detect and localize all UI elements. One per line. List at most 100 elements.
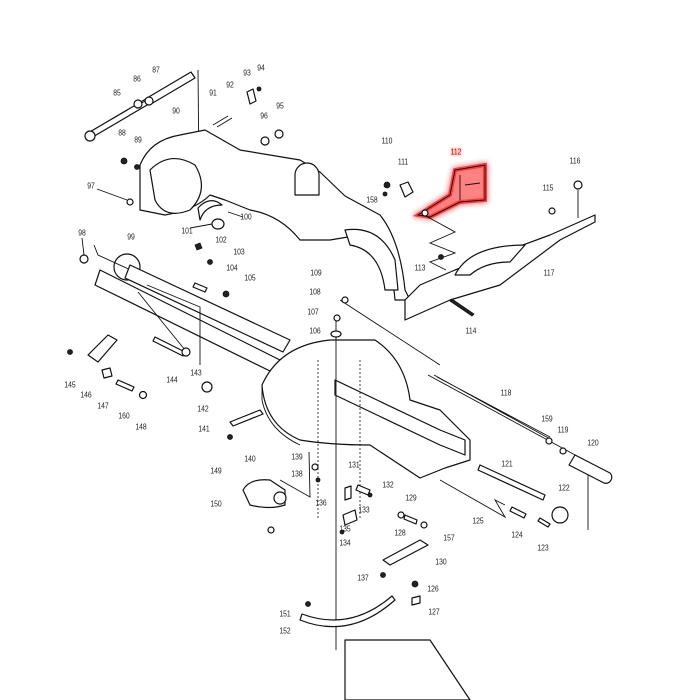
screw-109 bbox=[341, 296, 349, 304]
rail-upper bbox=[124, 264, 291, 353]
part-label-160[interactable]: 160 bbox=[118, 411, 130, 421]
part-label-140[interactable]: 140 bbox=[244, 454, 256, 464]
part-label-107[interactable]: 107 bbox=[307, 307, 319, 317]
part-label-119[interactable]: 119 bbox=[557, 425, 569, 435]
bracket-111 bbox=[399, 181, 414, 198]
part-label-85[interactable]: 85 bbox=[113, 88, 121, 98]
bracket-93 bbox=[246, 88, 257, 105]
part-label-99[interactable]: 99 bbox=[127, 232, 135, 242]
screw-103 bbox=[207, 259, 213, 265]
part-label-94[interactable]: 94 bbox=[257, 63, 265, 73]
part-label-92[interactable]: 92 bbox=[226, 80, 234, 90]
part-label-146[interactable]: 146 bbox=[80, 390, 92, 400]
part-label-138[interactable]: 138 bbox=[291, 469, 303, 479]
part-label-95[interactable]: 95 bbox=[276, 101, 284, 111]
part-label-144[interactable]: 144 bbox=[166, 375, 178, 385]
leader bbox=[425, 215, 457, 271]
part-label-114[interactable]: 114 bbox=[465, 326, 477, 336]
screw-134 bbox=[339, 529, 345, 535]
part-label-150[interactable]: 150 bbox=[210, 499, 222, 509]
knob-122 bbox=[551, 506, 569, 524]
part-label-133[interactable]: 133 bbox=[358, 505, 370, 515]
part-label-145[interactable]: 145 bbox=[64, 380, 76, 390]
part-label-136[interactable]: 136 bbox=[315, 498, 327, 508]
part-label-126[interactable]: 126 bbox=[427, 584, 439, 594]
bearing-101 bbox=[211, 218, 225, 230]
part-label-152[interactable]: 152 bbox=[279, 626, 291, 636]
part-label-123[interactable]: 123 bbox=[537, 543, 549, 553]
part-label-122[interactable]: 122 bbox=[558, 483, 570, 493]
part-label-108[interactable]: 108 bbox=[309, 287, 321, 297]
bolt-144 bbox=[152, 336, 186, 357]
nut-89 bbox=[134, 164, 140, 170]
part-label-134[interactable]: 134 bbox=[339, 538, 351, 548]
part-label-96[interactable]: 96 bbox=[260, 111, 268, 121]
block-127 bbox=[411, 595, 421, 606]
part-label-88[interactable]: 88 bbox=[118, 128, 126, 138]
part-label-149[interactable]: 149 bbox=[210, 466, 222, 476]
part-label-101[interactable]: 101 bbox=[181, 226, 193, 236]
part-label-103[interactable]: 103 bbox=[233, 247, 245, 257]
part-label-151[interactable]: 151 bbox=[279, 609, 291, 619]
table-arm bbox=[334, 379, 466, 456]
part-label-115[interactable]: 115 bbox=[542, 183, 554, 193]
part-label-132[interactable]: 132 bbox=[382, 480, 394, 490]
part-label-86[interactable]: 86 bbox=[133, 74, 141, 84]
part-label-125[interactable]: 125 bbox=[472, 516, 484, 526]
part-label-127[interactable]: 127 bbox=[428, 607, 440, 617]
rail-end bbox=[201, 381, 213, 393]
part-label-141[interactable]: 141 bbox=[198, 424, 210, 434]
part-label-129[interactable]: 129 bbox=[405, 493, 417, 503]
bracket-135 bbox=[342, 509, 358, 526]
screw-132 bbox=[367, 492, 373, 498]
part-label-87[interactable]: 87 bbox=[152, 65, 160, 75]
washer-148 bbox=[138, 390, 148, 400]
rod-121 bbox=[477, 464, 546, 501]
part-label-148[interactable]: 148 bbox=[135, 422, 147, 432]
part-label-100[interactable]: 100 bbox=[240, 212, 252, 222]
part-label-106[interactable]: 106 bbox=[309, 326, 321, 336]
part-label-157[interactable]: 157 bbox=[443, 533, 455, 543]
part-label-113[interactable]: 113 bbox=[414, 263, 426, 273]
part-label-139[interactable]: 139 bbox=[291, 452, 303, 462]
part-label-97[interactable]: 97 bbox=[87, 181, 95, 191]
washer-157 bbox=[420, 521, 428, 529]
part-label-117[interactable]: 117 bbox=[543, 268, 555, 278]
part-label-120[interactable]: 120 bbox=[587, 438, 599, 448]
bolt-107 bbox=[333, 314, 341, 322]
part-label-131[interactable]: 131 bbox=[348, 460, 360, 470]
part-label-105[interactable]: 105 bbox=[244, 273, 256, 283]
part-label-98[interactable]: 98 bbox=[78, 228, 86, 238]
pin-87 bbox=[146, 71, 196, 105]
rod-125 bbox=[439, 479, 507, 519]
part-label-128[interactable]: 128 bbox=[394, 528, 406, 538]
part-label-124[interactable]: 124 bbox=[511, 530, 523, 540]
part-label-109[interactable]: 109 bbox=[310, 268, 322, 278]
part-label-91[interactable]: 91 bbox=[209, 88, 217, 98]
part-label-137[interactable]: 137 bbox=[357, 573, 369, 583]
part-label-142[interactable]: 142 bbox=[197, 404, 209, 414]
part-label-116[interactable]: 116 bbox=[569, 156, 581, 166]
part-label-158[interactable]: 158 bbox=[366, 195, 378, 205]
part-label-147[interactable]: 147 bbox=[97, 401, 109, 411]
part-label-93[interactable]: 93 bbox=[243, 68, 251, 78]
part-label-121[interactable]: 121 bbox=[501, 459, 513, 469]
part-label-104[interactable]: 104 bbox=[226, 263, 238, 273]
part-label-112-highlighted[interactable]: 112 bbox=[450, 147, 462, 157]
screw-138 bbox=[315, 477, 321, 483]
part-label-89[interactable]: 89 bbox=[134, 135, 142, 145]
part-112-highlighted[interactable] bbox=[412, 162, 487, 220]
part-label-102[interactable]: 102 bbox=[215, 235, 227, 245]
housing-cylinder bbox=[294, 162, 320, 196]
part-label-135[interactable]: 135 bbox=[339, 524, 351, 534]
part-label-130[interactable]: 130 bbox=[435, 557, 447, 567]
part-label-111[interactable]: 111 bbox=[397, 157, 409, 167]
screw-158 bbox=[382, 191, 388, 197]
part-label-143[interactable]: 143 bbox=[190, 368, 202, 378]
pin-87-end bbox=[144, 96, 154, 106]
part-label-159[interactable]: 159 bbox=[541, 414, 553, 424]
part-label-90[interactable]: 90 bbox=[172, 106, 180, 116]
part-label-110[interactable]: 110 bbox=[381, 136, 393, 146]
part-label-118[interactable]: 118 bbox=[500, 388, 512, 398]
